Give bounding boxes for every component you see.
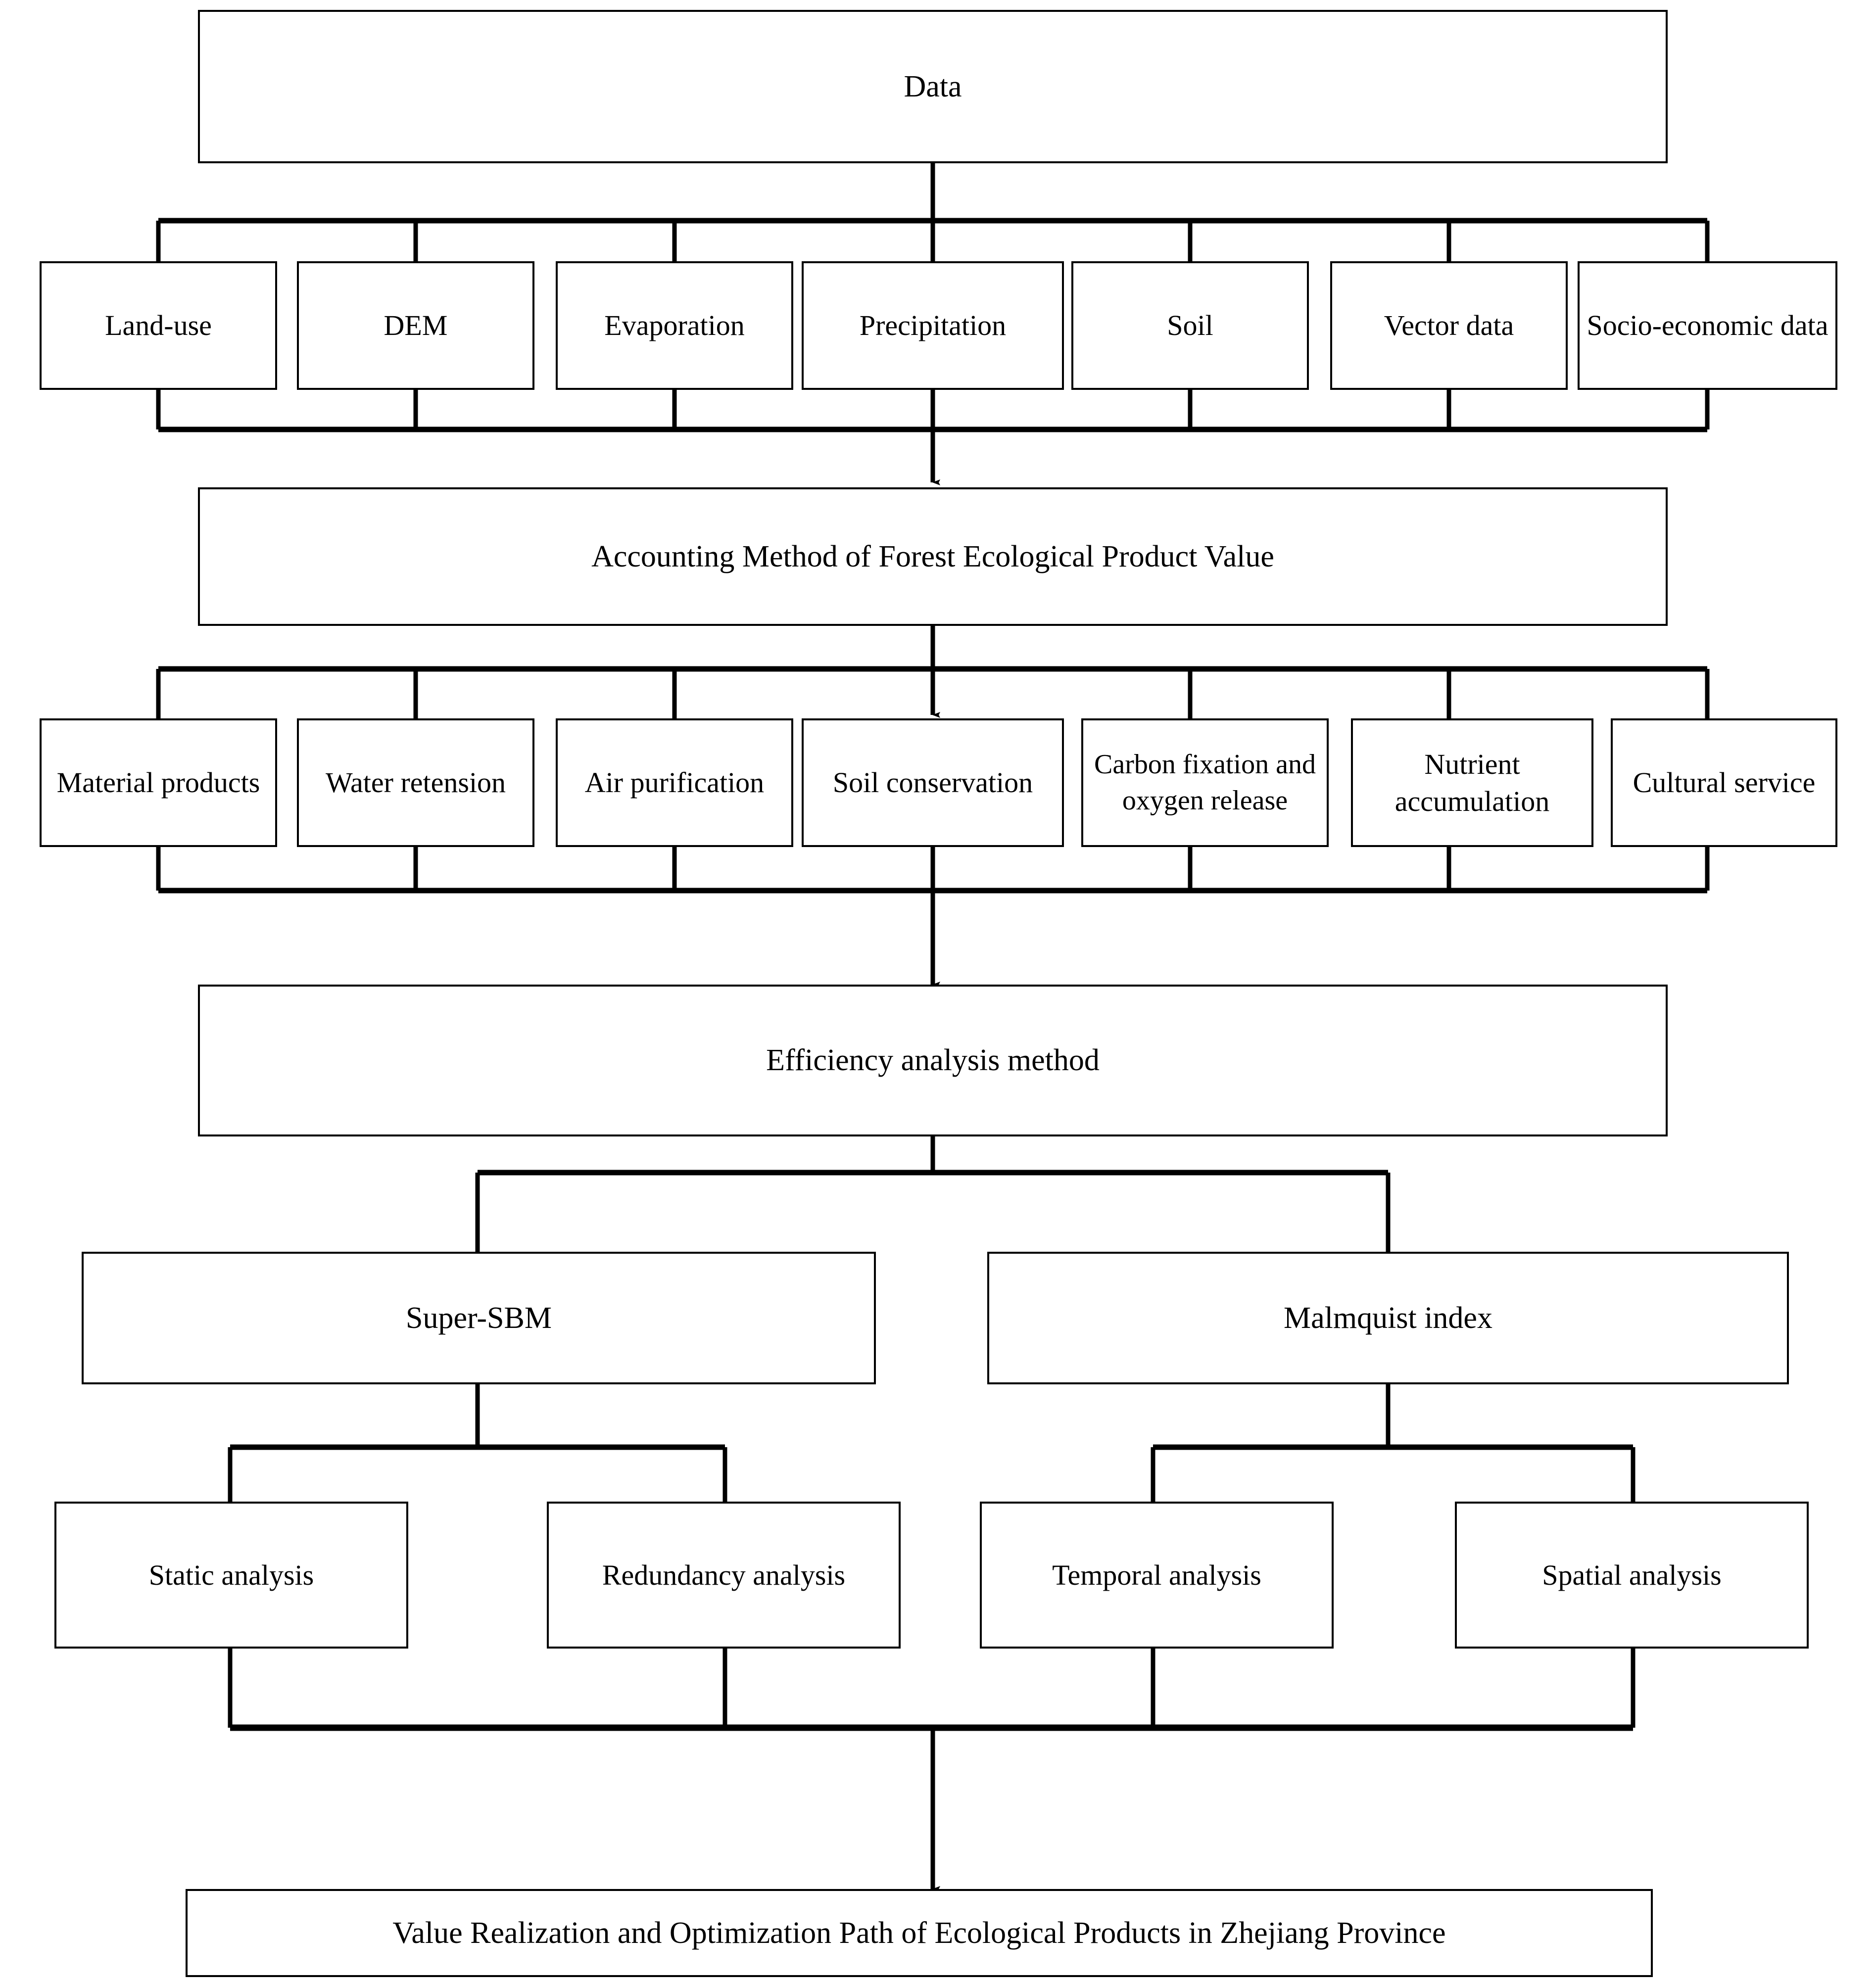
node-cultural-service-label: Cultural service [1633,766,1816,799]
node-static-analysis[interactable]: Static analysis [54,1502,408,1649]
node-land-use[interactable]: Land-use [40,261,277,390]
node-static-analysis-label: Static analysis [148,1558,314,1591]
node-dem[interactable]: DEM [297,261,534,390]
node-air-purification[interactable]: Air purification [556,718,793,847]
node-redundancy-analysis[interactable]: Redundancy analysis [547,1502,901,1649]
node-carbon-fixation-oxygen-release-label: Carbon fixation and oxygen release [1094,749,1316,816]
node-temporal-analysis-label: Temporal analysis [1052,1558,1261,1591]
node-evaporation-label: Evaporation [604,309,745,342]
node-carbon-fixation-oxygen-release[interactable]: Carbon fixation and oxygen release [1081,718,1329,847]
node-data[interactable]: Data [198,10,1668,163]
node-vector-data[interactable]: Vector data [1330,261,1568,390]
node-material-products[interactable]: Material products [40,718,277,847]
node-cultural-service[interactable]: Cultural service [1611,718,1837,847]
node-nutrient-accumulation-label: Nutrient accumulation [1395,748,1550,817]
node-socio-economic-data-label: Socio-economic data [1587,309,1828,342]
node-material-products-label: Material products [56,766,260,799]
node-malmquist-index[interactable]: Malmquist index [987,1252,1789,1384]
node-temporal-analysis[interactable]: Temporal analysis [980,1502,1334,1649]
node-accounting-method[interactable]: Accounting Method of Forest Ecological P… [198,487,1668,626]
node-efficiency-analysis-method-label: Efficiency analysis method [766,1043,1100,1078]
node-precipitation[interactable]: Precipitation [802,261,1064,390]
node-precipitation-label: Precipitation [859,309,1007,342]
node-dem-label: DEM [384,309,448,342]
node-water-retension-label: Water retension [325,766,506,799]
node-accounting-method-label: Accounting Method of Forest Ecological P… [591,539,1274,573]
node-water-retension[interactable]: Water retension [297,718,534,847]
node-land-use-label: Land-use [105,309,212,342]
node-soil-conservation[interactable]: Soil conservation [802,718,1064,847]
node-air-purification-label: Air purification [584,766,765,799]
node-outcome-label: Value Realization and Optimization Path … [392,1916,1446,1950]
node-soil-label: Soil [1167,309,1213,342]
node-socio-economic-data[interactable]: Socio-economic data [1578,261,1837,390]
node-efficiency-analysis-method[interactable]: Efficiency analysis method [198,985,1668,1136]
node-vector-data-label: Vector data [1384,309,1514,342]
node-data-label: Data [904,69,962,103]
node-nutrient-accumulation[interactable]: Nutrient accumulation [1351,718,1593,847]
node-spatial-analysis-label: Spatial analysis [1542,1558,1722,1591]
node-super-sbm[interactable]: Super-SBM [82,1252,876,1384]
node-soil-conservation-label: Soil conservation [832,766,1033,799]
node-redundancy-analysis-label: Redundancy analysis [602,1558,846,1591]
node-outcome[interactable]: Value Realization and Optimization Path … [186,1889,1653,1977]
node-soil[interactable]: Soil [1071,261,1309,390]
node-super-sbm-label: Super-SBM [405,1301,552,1335]
node-spatial-analysis[interactable]: Spatial analysis [1455,1502,1809,1649]
node-malmquist-index-label: Malmquist index [1284,1301,1492,1335]
node-evaporation[interactable]: Evaporation [556,261,793,390]
